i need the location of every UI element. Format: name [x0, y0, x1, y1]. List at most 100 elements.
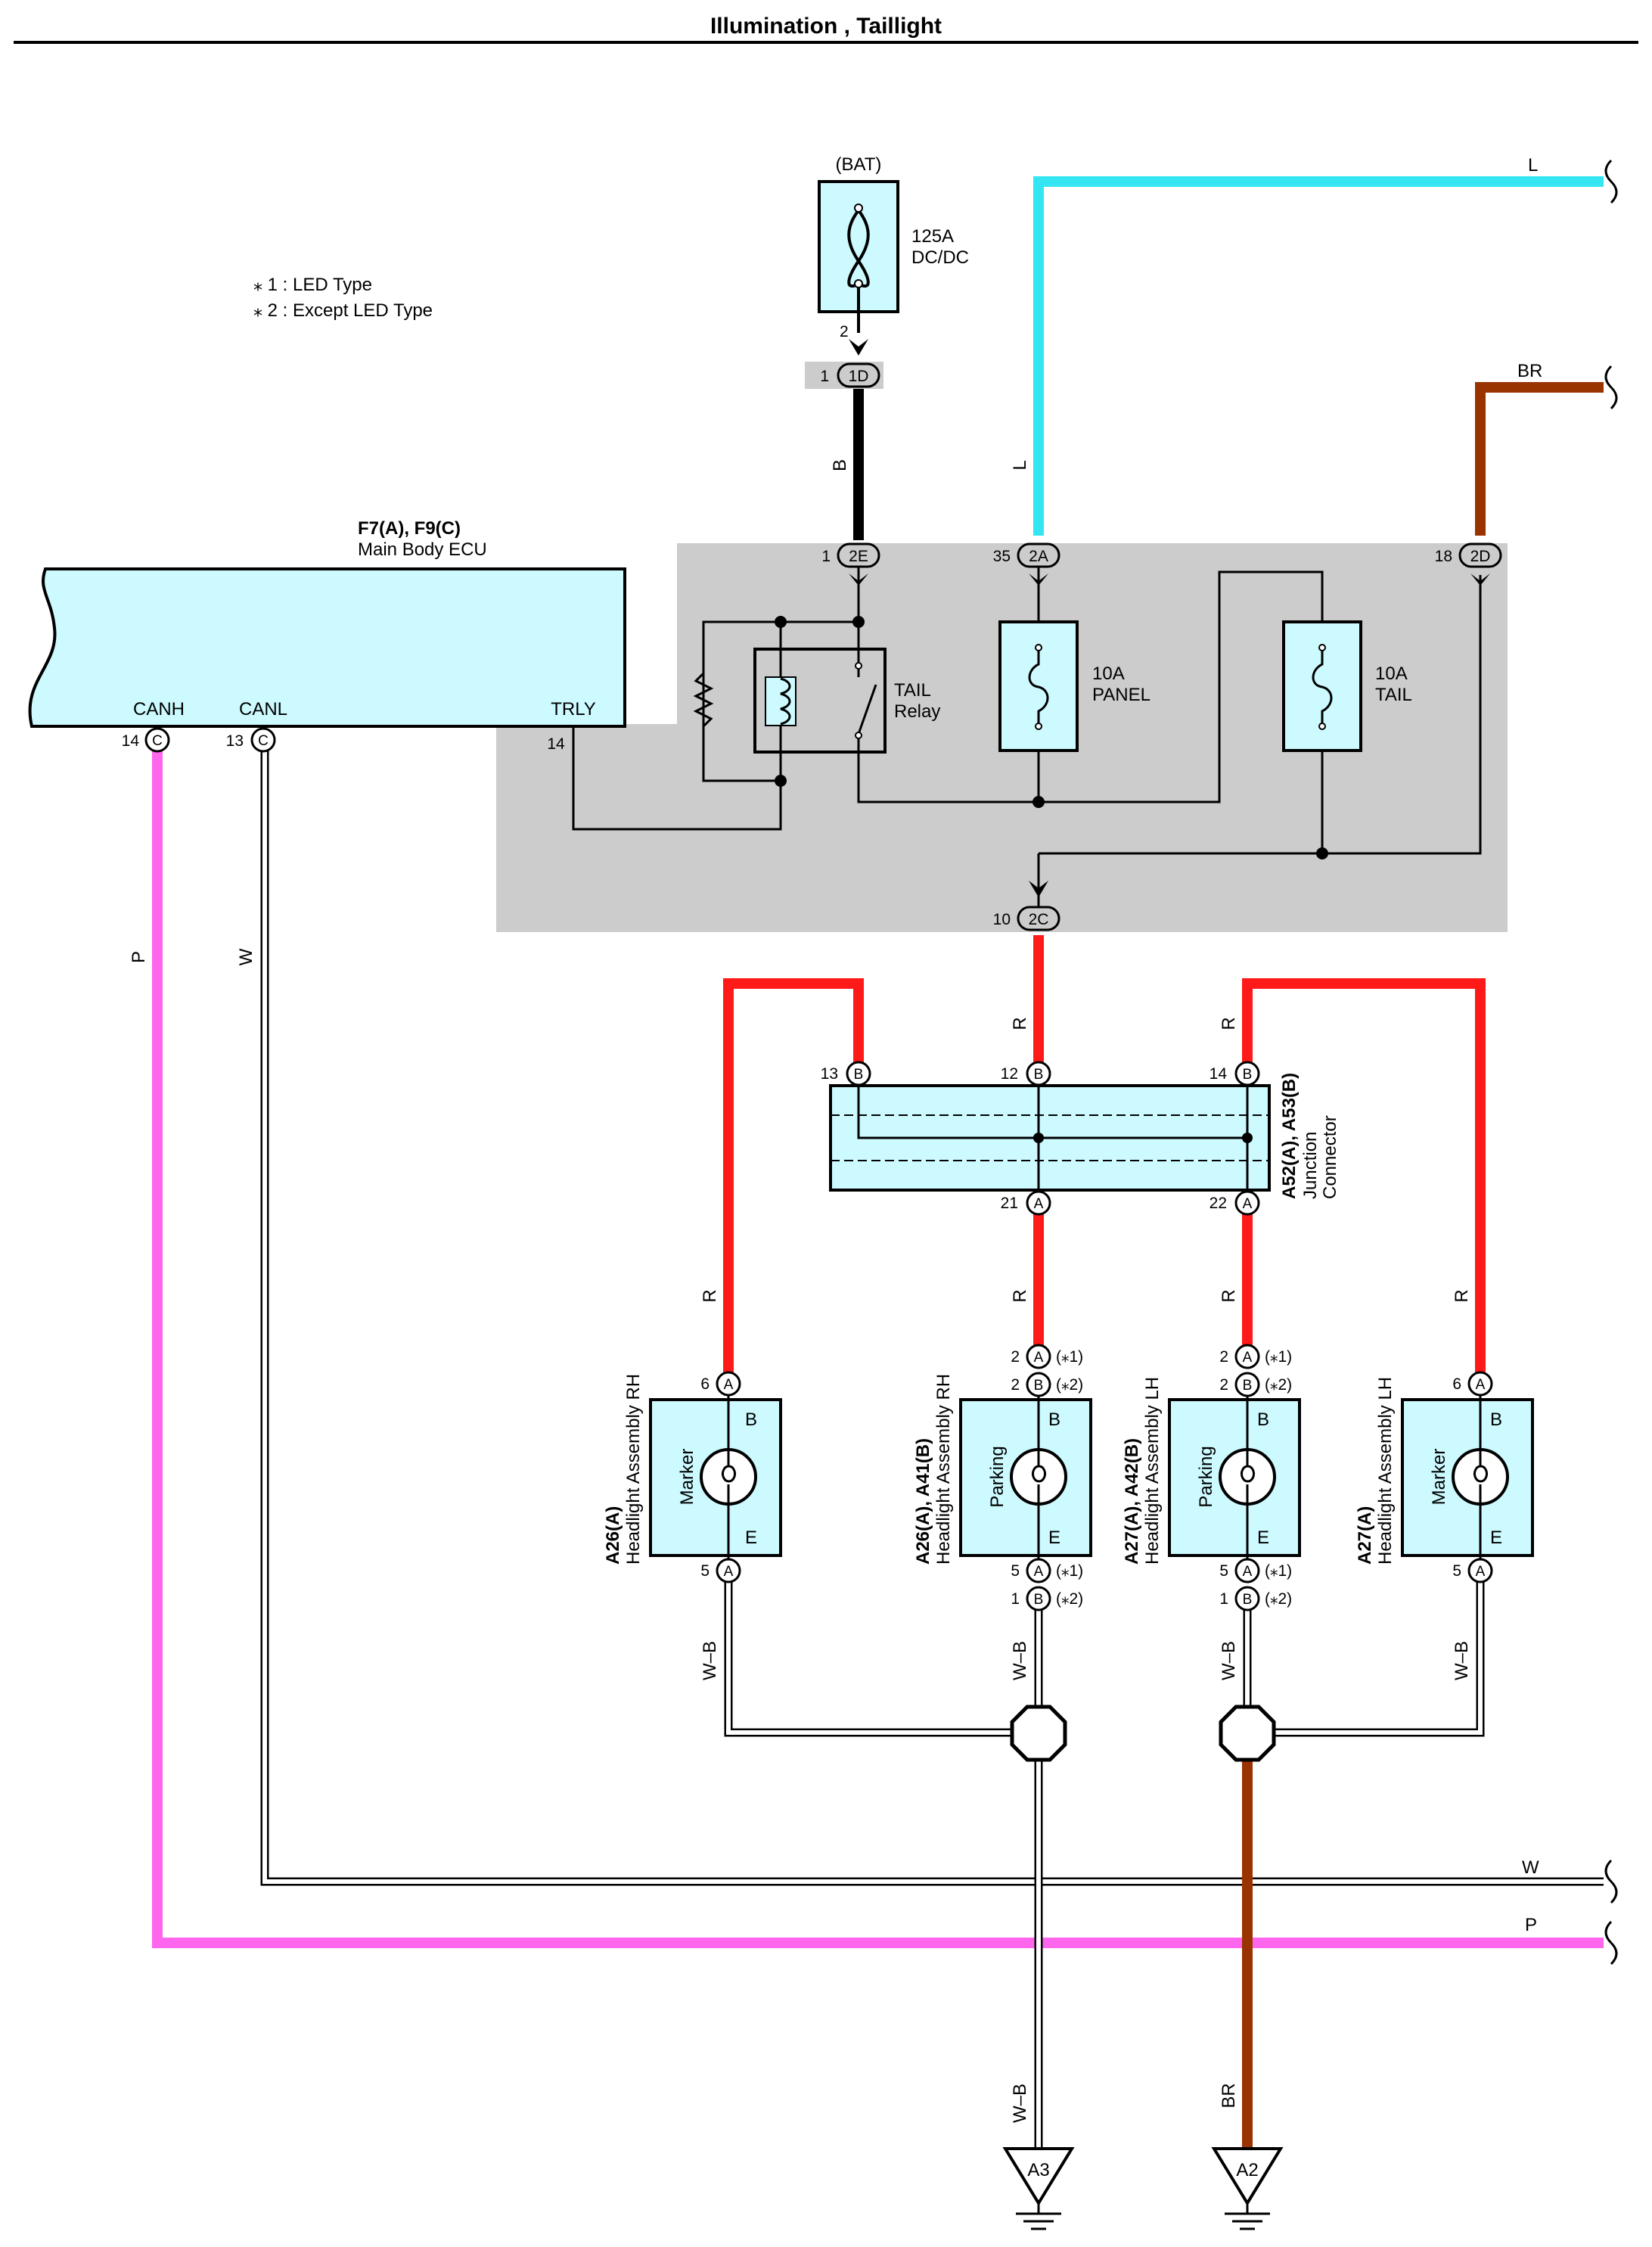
junction-name-1: Junction	[1300, 1132, 1321, 1199]
svg-text:Headlight Assembly RH: Headlight Assembly RH	[933, 1374, 954, 1565]
svg-text:A27(A), A42(B): A27(A), A42(B)	[1122, 1438, 1142, 1565]
svg-text:A: A	[1476, 1377, 1486, 1393]
tail-relay	[753, 648, 887, 754]
svg-text:2: 2	[1011, 1376, 1020, 1394]
ecu-pin-canh: 14	[122, 732, 140, 750]
jb-pin-2d: 18 2D	[1435, 542, 1502, 586]
page-title: Illumination , Taillight	[710, 14, 942, 39]
splice-point-left	[1010, 1705, 1067, 1762]
resistor-icon	[693, 672, 714, 728]
tail-fuse-icon	[1312, 648, 1333, 726]
svg-text:2: 2	[1219, 1348, 1228, 1366]
wire-label-l: L	[1528, 155, 1538, 176]
panel-fuse-amp: 10A	[1092, 664, 1125, 684]
wire-label-b: B	[830, 459, 850, 471]
relay-label-2: Relay	[894, 701, 940, 722]
svg-text:A26(A), A41(B): A26(A), A41(B)	[913, 1438, 933, 1565]
svg-text:B: B	[1243, 1592, 1253, 1608]
dcdc-fuse-amp: 125A	[911, 226, 954, 247]
svg-text:B: B	[854, 1067, 864, 1083]
svg-text:Marker: Marker	[677, 1449, 697, 1506]
svg-text:(⁎1): (⁎1)	[1265, 1562, 1292, 1580]
svg-text:A: A	[1243, 1564, 1253, 1580]
splice-point-right	[1219, 1705, 1276, 1762]
wire-p	[152, 749, 1604, 1948]
svg-text:C: C	[152, 733, 163, 749]
svg-text:1D: 1D	[849, 368, 869, 385]
svg-text:A: A	[724, 1564, 734, 1580]
junction-name-2: Connector	[1320, 1115, 1340, 1199]
wire-label-r-1: R	[1010, 1017, 1030, 1030]
ecu-canh-label: CANH	[133, 699, 185, 719]
svg-text:Marker: Marker	[1429, 1449, 1449, 1506]
wire-label-wb-1: W–B	[700, 1641, 720, 1680]
wire-label-w: W	[1522, 1857, 1539, 1878]
svg-text:2: 2	[1219, 1376, 1228, 1394]
svg-text:B: B	[1034, 1067, 1044, 1083]
svg-text:A26(A): A26(A)	[603, 1506, 623, 1565]
jb-pin-2e: 1 2E	[821, 542, 880, 586]
ground-a2-icon: A2	[1211, 2147, 1284, 2230]
junction-code: A52(A), A53(B)	[1279, 1073, 1300, 1199]
svg-text:Parking: Parking	[987, 1446, 1008, 1507]
relay-label-1: TAIL	[894, 680, 931, 701]
wire-label-l-vert: L	[1010, 460, 1030, 470]
lamp-parking-lh: 2 A (⁎1) 2 B (⁎2) B E Parking 5 A (⁎1) 1…	[1122, 1344, 1301, 1611]
dcdc-pin: 2	[840, 323, 849, 340]
svg-text:(⁎1): (⁎1)	[1056, 1348, 1083, 1366]
svg-text:B: B	[1034, 1378, 1044, 1394]
svg-text:B: B	[745, 1409, 757, 1430]
ecu-conn-canh	[144, 727, 170, 753]
svg-text:Headlight Assembly RH: Headlight Assembly RH	[623, 1374, 644, 1565]
svg-text:13: 13	[821, 1065, 838, 1083]
relay-coil-icon	[765, 676, 796, 726]
svg-text:5: 5	[700, 1562, 710, 1580]
jb-pin-2a: 35 2A	[993, 542, 1060, 586]
ecu-trly-label: TRLY	[551, 699, 596, 719]
wire-label-r-5: R	[1219, 1289, 1239, 1302]
jb-junction-dots	[775, 616, 1328, 859]
lamp-marker-lh: 6 A B E Marker 5 A A27(A) Headlight Asse…	[1355, 1371, 1534, 1583]
svg-text:10: 10	[993, 911, 1011, 928]
legend-led: ⁎ 1 : LED Type	[253, 275, 372, 295]
svg-text:6: 6	[1452, 1375, 1461, 1393]
tail-fuse-name: TAIL	[1375, 685, 1412, 705]
legend-except-led: ⁎ 2 : Except LED Type	[253, 300, 433, 321]
ecu-code: F7(A), F9(C)	[358, 518, 461, 539]
svg-text:C: C	[258, 733, 269, 749]
junction-bottom-pins: 21 A 22 A	[1001, 1190, 1260, 1216]
svg-text:2: 2	[1011, 1348, 1020, 1366]
wire-label-wb-4: W–B	[1452, 1641, 1472, 1680]
ground-a3-icon: A3	[1002, 2147, 1075, 2230]
svg-text:2E: 2E	[849, 548, 868, 565]
svg-text:1: 1	[1219, 1590, 1228, 1608]
tail-fuse-amp: 10A	[1375, 664, 1408, 684]
svg-text:B: B	[1243, 1378, 1253, 1394]
wire-label-wb-3: W–B	[1219, 1641, 1239, 1680]
svg-text:14: 14	[1210, 1065, 1228, 1083]
svg-text:A: A	[724, 1377, 734, 1393]
panel-fuse-name: PANEL	[1092, 685, 1150, 705]
junction-top-pins: 13 B 12 B 14 B	[821, 1061, 1260, 1086]
svg-text:A: A	[1476, 1564, 1486, 1580]
svg-text:18: 18	[1435, 548, 1452, 565]
svg-text:5: 5	[1219, 1562, 1228, 1580]
wire-label-wb-2: W–B	[1010, 1641, 1030, 1680]
svg-text:(⁎1): (⁎1)	[1056, 1562, 1083, 1580]
svg-text:Headlight Assembly LH: Headlight Assembly LH	[1375, 1377, 1396, 1565]
svg-text:A: A	[1034, 1196, 1044, 1212]
wire-label-r-2: R	[1219, 1017, 1239, 1030]
wire-label-br-bottom: BR	[1219, 2083, 1239, 2108]
wire-label-w-vert: W	[236, 948, 256, 965]
arrow-down-icon	[849, 339, 868, 356]
svg-text:(⁎2): (⁎2)	[1265, 1376, 1292, 1394]
wire-br-top	[1475, 382, 1604, 536]
svg-text:2D: 2D	[1470, 548, 1491, 565]
svg-text:22: 22	[1210, 1195, 1227, 1212]
main-body-ecu	[28, 567, 626, 728]
wire-r-right	[1242, 978, 1486, 1375]
wire-label-br: BR	[1517, 361, 1542, 381]
svg-text:A27(A): A27(A)	[1355, 1506, 1375, 1565]
wire-label-wb-5: W–B	[1010, 2084, 1030, 2123]
